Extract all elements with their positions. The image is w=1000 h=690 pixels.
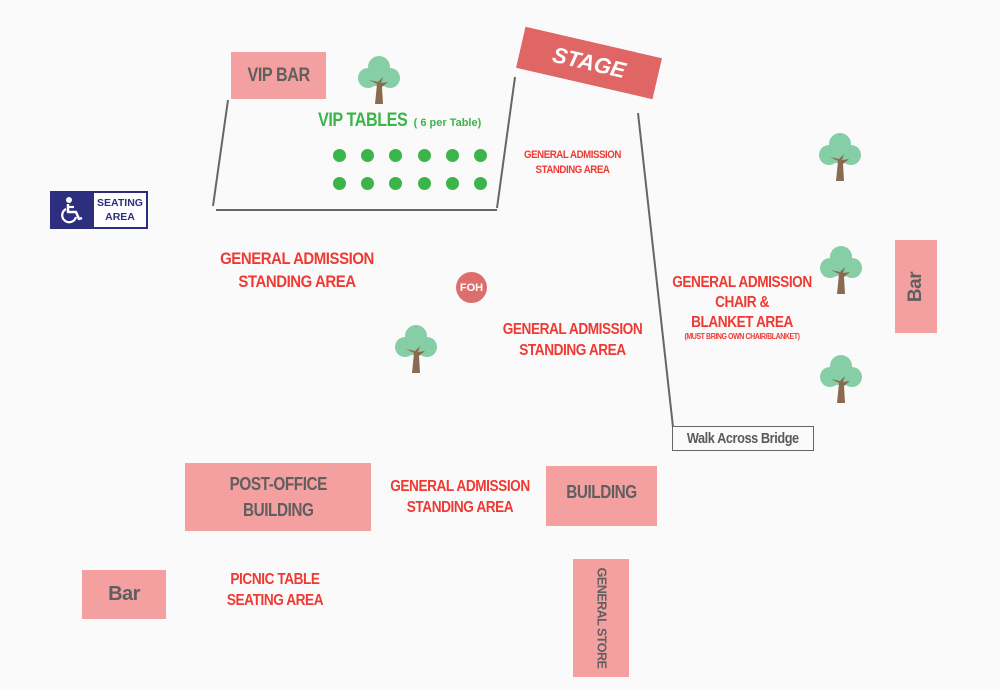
ga-stage-line2: STANDING AREA [535, 163, 610, 176]
ga-left-standing-area: GENERAL ADMISSION STANDING AREA [213, 248, 380, 294]
vip-table [361, 149, 375, 162]
general-store-label: GENERAL STORE [594, 567, 609, 669]
post-office-line2: BUILDING [242, 500, 314, 520]
post-office-building: POST-OFFICE BUILDING [185, 463, 371, 531]
accessible-seating-text: SEATING AREA [94, 193, 146, 227]
vip-tables-label: VIP TABLES [318, 110, 408, 131]
picnic-table-seating-area: PICNIC TABLE SEATING AREA [213, 570, 336, 612]
vip-table [474, 149, 487, 162]
wheelchair-icon [52, 193, 94, 227]
vip-bar-label: VIP BAR [247, 64, 310, 86]
vip-table [389, 149, 403, 162]
tree-icon [817, 131, 863, 183]
post-office-line1: POST-OFFICE [229, 473, 327, 494]
tree-icon [393, 323, 439, 375]
ga-lower-standing-area: GENERAL ADMISSION STANDING AREA [390, 477, 531, 519]
accessible-seating-line1: SEATING [97, 196, 143, 209]
ga-center-line1: GENERAL ADMISSION [502, 321, 643, 338]
vip-table [389, 177, 403, 190]
chair-blanket-line1: GENERAL ADMISSION [672, 274, 812, 291]
ga-center-line2: STANDING AREA [519, 341, 626, 359]
vip-table [445, 177, 459, 190]
stage-right-boundary [637, 112, 674, 428]
foh-label: FOH [459, 281, 484, 294]
general-store: GENERAL STORE [573, 559, 629, 677]
ga-lower-line2: STANDING AREA [406, 498, 514, 516]
ga-left-line2: STANDING AREA [238, 271, 356, 291]
ga-left-line1: GENERAL ADMISSION [220, 249, 374, 268]
chair-blanket-note: (MUST BRING OWN CHAIR/BLANKET) [684, 332, 800, 342]
chair-blanket-line3: BLANKET AREA [691, 314, 793, 332]
ga-center-standing-area: GENERAL ADMISSION STANDING AREA [496, 320, 650, 362]
tree-icon [356, 54, 402, 106]
bridge-label: Walk Across Bridge [687, 430, 799, 447]
vip-bar: VIP BAR [231, 52, 326, 99]
ga-stage-line1: GENERAL ADMISSION [524, 149, 621, 161]
vip-table [333, 177, 346, 190]
ga-stage-standing-area: GENERAL ADMISSION STANDING AREA [513, 148, 632, 178]
tree-icon [818, 353, 864, 405]
bar-left: Bar [82, 570, 166, 619]
vip-table [417, 149, 431, 162]
accessible-seating-line2: AREA [105, 211, 135, 223]
vip-tables-title: VIP TABLES ( 6 per Table) [318, 110, 495, 132]
building: BUILDING [546, 466, 657, 526]
walk-across-bridge: Walk Across Bridge [672, 426, 814, 451]
accessible-seating-sign: SEATING AREA [50, 191, 148, 229]
stage-left-boundary [496, 76, 516, 209]
bar-right: Bar [895, 240, 937, 333]
chair-blanket-area: GENERAL ADMISSION CHAIR & BLANKET AREA (… [672, 273, 813, 341]
ga-lower-line1: GENERAL ADMISSION [390, 478, 530, 495]
bar-left-label: Bar [108, 583, 140, 605]
vip-table [474, 177, 487, 190]
vip-table [445, 149, 459, 162]
vip-table [333, 149, 346, 162]
tree-icon [818, 244, 864, 296]
building-label: BUILDING [566, 481, 637, 502]
foh-marker: FOH [456, 272, 487, 303]
vip-tables-subtitle: ( 6 per Table) [413, 117, 482, 129]
vip-table [417, 177, 431, 190]
bar-right-label: Bar [905, 271, 926, 302]
stage-label: STAGE [550, 41, 629, 84]
picnic-line2: SEATING AREA [226, 591, 324, 609]
vip-table [361, 177, 375, 190]
vip-left-boundary [212, 99, 229, 207]
picnic-line1: PICNIC TABLE [230, 571, 320, 588]
chair-blanket-line2: CHAIR & [715, 294, 769, 312]
